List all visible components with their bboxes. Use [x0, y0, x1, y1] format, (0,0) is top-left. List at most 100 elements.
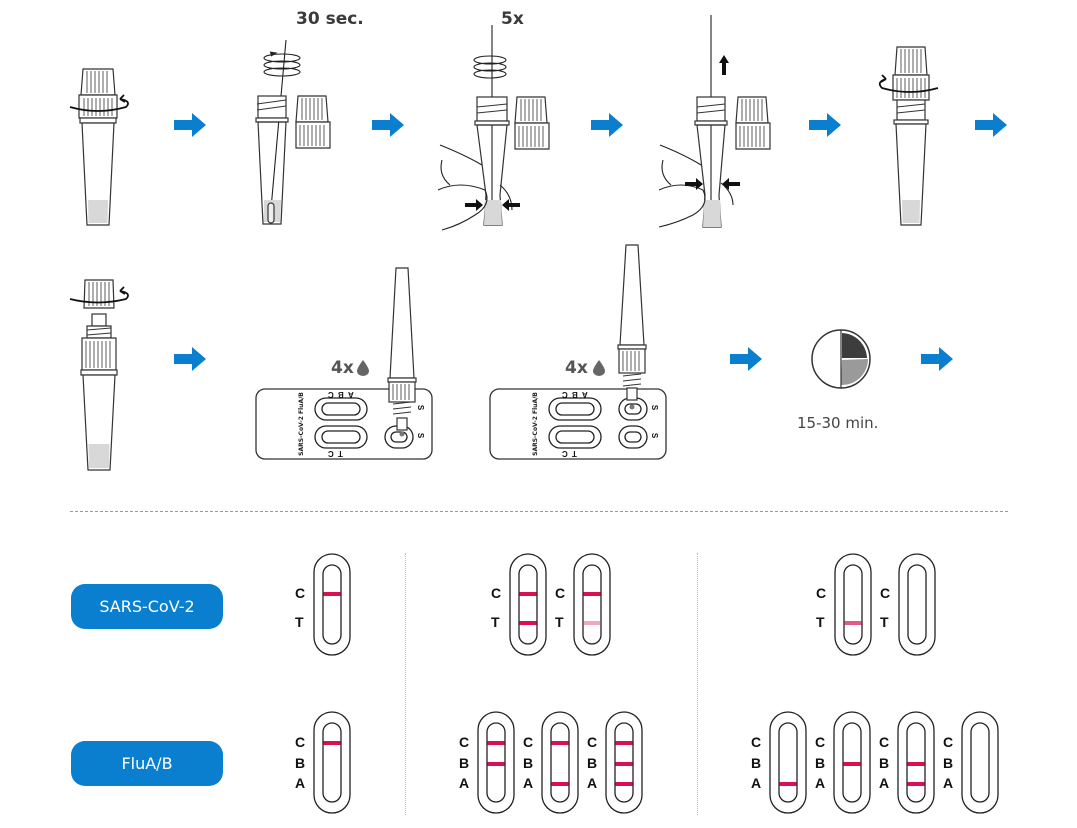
up-arrow-icon — [719, 55, 729, 75]
strip-marker-label: T — [880, 614, 889, 630]
strip-marker-label: C — [295, 585, 306, 601]
strip-marker-label: A — [459, 775, 470, 791]
flu-result-strip-invalid — [961, 711, 999, 814]
cassette-marker: C — [562, 390, 568, 399]
flu-result-strip-positive — [605, 711, 643, 814]
strip-marker-label: C — [587, 734, 598, 750]
flua-b-badge: FluA/B — [71, 741, 223, 786]
swirl-icon — [263, 51, 301, 77]
sars-result-strip-positive — [509, 553, 547, 656]
flu-result-strip-invalid — [833, 711, 871, 814]
drop-count-label: 4x — [331, 358, 354, 378]
drop-count-label: 4x — [565, 358, 588, 378]
dropper-cap-icon — [83, 279, 115, 309]
strip-marker-label: B — [295, 755, 306, 771]
hand-icon — [437, 144, 513, 231]
strip-marker-label: T — [555, 614, 564, 630]
squeeze-arrows-icon — [685, 178, 740, 190]
strip-marker-label: C — [555, 585, 566, 601]
arrow-icon — [809, 113, 841, 137]
swirl-icon — [473, 55, 507, 79]
test-line-c — [519, 592, 537, 596]
sars-result-strip-positive — [573, 553, 611, 656]
column-divider — [697, 553, 698, 815]
tube-icon — [893, 99, 929, 226]
drop-icon — [357, 360, 369, 376]
strip-marker-label: A — [587, 775, 598, 791]
tube-cap-icon — [514, 96, 550, 150]
test-line-t — [519, 621, 537, 625]
sars-cov-2-badge: SARS-CoV-2 — [71, 584, 223, 629]
cassette-marker: B — [572, 390, 578, 399]
test-cassette: SARS-CoV-2 FluA/B — [255, 388, 433, 460]
flu-result-strip-invalid — [769, 711, 807, 814]
test-line-b — [615, 762, 633, 766]
strip-marker-label: C — [880, 585, 891, 601]
column-divider — [405, 553, 406, 815]
test-line-c — [487, 741, 505, 745]
sars-result-strip-invalid — [834, 553, 872, 656]
rotate-arrow-icon — [69, 94, 129, 112]
cassette-marker: T — [572, 449, 577, 458]
step-duration-label: 30 sec. — [296, 9, 364, 29]
cassette-brand-text: SARS-CoV-2 FluA/B — [532, 392, 539, 456]
tube-cap-icon — [295, 95, 331, 149]
strip-marker-label: B — [459, 755, 470, 771]
sars-result-strip-negative — [313, 553, 351, 656]
strip-marker-label: B — [587, 755, 598, 771]
strip-marker-label: T — [816, 614, 825, 630]
step-remove-swab — [658, 15, 771, 228]
rotate-arrow-icon — [878, 74, 939, 93]
strip-marker-label: A — [295, 775, 306, 791]
arrow-icon — [174, 113, 206, 137]
sample-well-label: S — [416, 432, 426, 439]
sars-result-strip-invalid — [898, 553, 936, 656]
sample-well-label: S — [416, 404, 426, 411]
test-line-c — [323, 741, 341, 745]
arrow-icon — [975, 113, 1007, 137]
cassette-brand-text: SARS-CoV-2 FluA/B — [298, 392, 305, 456]
strip-marker-label: C — [879, 734, 890, 750]
cassette-marker: T — [338, 449, 343, 458]
flu-result-strip-positive — [541, 711, 579, 814]
timer-icon — [811, 329, 871, 389]
rotate-arrow-icon — [69, 286, 129, 304]
drop-icon — [593, 360, 605, 376]
strip-marker-label: B — [523, 755, 534, 771]
step-open-tube — [69, 68, 129, 226]
tube-icon — [80, 313, 118, 471]
strip-marker-label: A — [943, 775, 954, 791]
step-open-dropper-cap — [69, 279, 129, 471]
flu-result-strip-negative — [313, 711, 351, 814]
cassette-marker: A — [582, 390, 588, 399]
test-line-t — [583, 621, 601, 625]
strip-marker-label: A — [815, 775, 826, 791]
tube-cap-icon — [735, 96, 771, 150]
tube-icon — [255, 95, 289, 225]
cassette-marker: B — [338, 390, 344, 399]
strip-marker-label: C — [751, 734, 762, 750]
cassette-marker: C — [328, 390, 334, 399]
arrow-icon — [174, 347, 206, 371]
step-close-tube — [878, 46, 939, 226]
strip-marker-label: C — [295, 734, 306, 750]
strip-marker-label: A — [879, 775, 890, 791]
dropper-icon — [617, 244, 647, 410]
tube-cap-icon — [892, 46, 930, 101]
test-line-c — [615, 741, 633, 745]
swab-stick-icon — [269, 39, 287, 221]
test-line-a — [551, 782, 569, 786]
strip-marker-label: B — [751, 755, 762, 771]
test-cassette: SARS-CoV-2 FluA/B — [489, 388, 667, 460]
timer-segment — [842, 333, 867, 358]
flu-result-strip-invalid — [897, 711, 935, 814]
test-line-a — [907, 782, 925, 786]
strip-marker-label: A — [751, 775, 762, 791]
tube-cap-icon — [78, 68, 118, 119]
test-line-t — [844, 621, 862, 625]
section-divider — [70, 511, 1008, 512]
tube-icon — [474, 96, 510, 226]
test-line-b — [843, 762, 861, 766]
strip-marker-label: C — [523, 734, 534, 750]
strip-marker-label: C — [815, 734, 826, 750]
